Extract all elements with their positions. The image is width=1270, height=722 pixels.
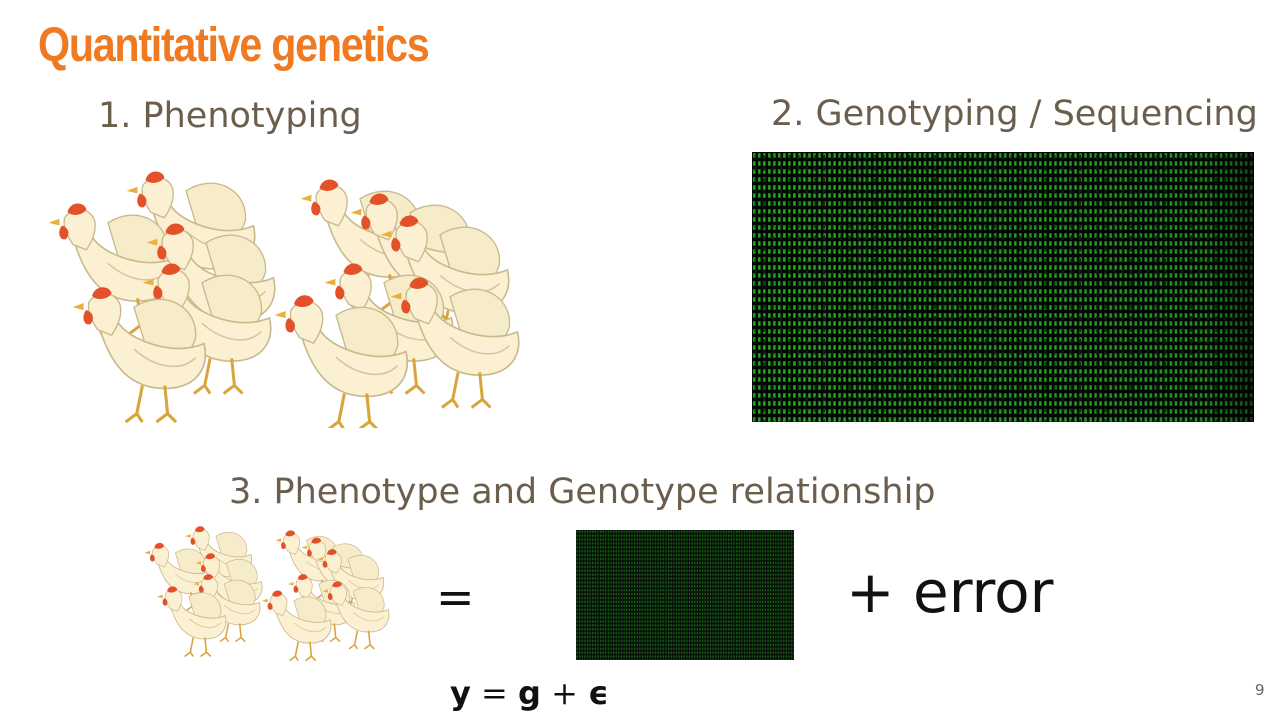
step-relationship-heading: 3. Phenotype and Genotype relationship	[229, 472, 936, 512]
formula-plus: +	[540, 674, 589, 712]
chicken-flock-image	[47, 170, 521, 428]
plus-error-term: + error	[846, 558, 1054, 626]
genotype-matrix-image	[752, 152, 1254, 422]
formula-equals: =	[470, 674, 519, 712]
formula-g: g	[518, 674, 541, 712]
chicken-flock-small-image	[143, 525, 390, 662]
page-number: 9	[1255, 681, 1265, 699]
equals-sign: =	[436, 570, 475, 624]
slide-title: Quantitative genetics	[38, 19, 430, 72]
step-genotyping-heading: 2. Genotyping / Sequencing	[771, 94, 1258, 134]
formula-epsilon: ϵ	[588, 674, 609, 712]
step-phenotyping-heading: 1. Phenotyping	[98, 96, 362, 136]
formula-y: y	[450, 674, 471, 712]
model-formula: y = g + ϵ	[450, 674, 609, 712]
genotype-matrix-small-image	[576, 530, 794, 660]
